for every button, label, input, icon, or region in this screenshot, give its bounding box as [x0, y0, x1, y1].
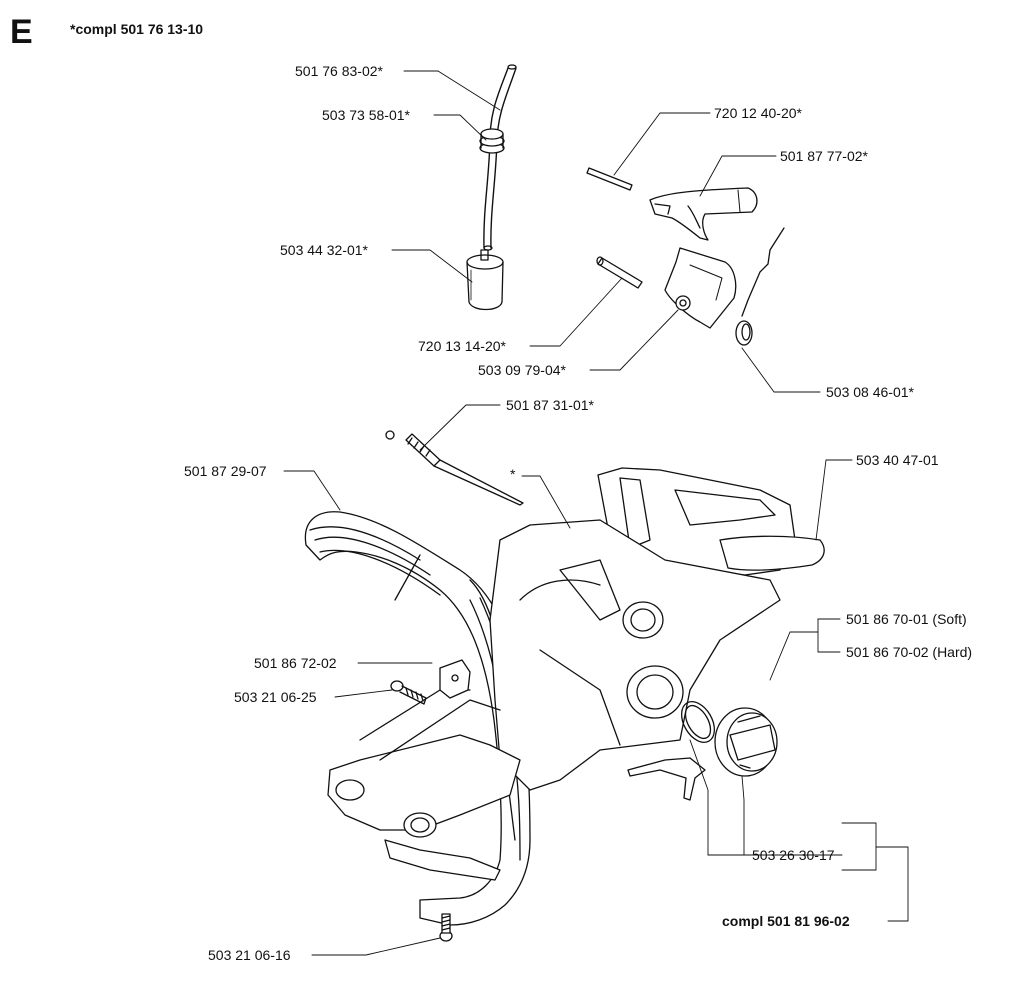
part-label: 503 21 06-25	[234, 689, 317, 705]
fuel-cap-drawing	[714, 707, 778, 777]
pin-upper-drawing	[586, 167, 633, 191]
part-label: 720 12 40-20*	[714, 105, 802, 121]
adjusting-screw-drawing	[385, 430, 524, 506]
throttle-trigger-drawing	[649, 187, 758, 241]
part-label: 501 87 29-07	[184, 463, 267, 479]
part-label: compl 501 81 96-02	[722, 913, 850, 929]
part-label: 503 26 30-17	[752, 847, 835, 863]
section-letter: E	[10, 13, 33, 51]
part-label: 503 09 79-04*	[478, 362, 566, 378]
header-note: *compl 501 76 13-10	[70, 21, 204, 37]
lockout-spring-drawing	[735, 227, 785, 346]
pin-lower-drawing	[596, 256, 643, 289]
part-label: *	[510, 466, 516, 482]
bracket-drawing	[439, 659, 471, 699]
part-label: 501 87 77-02*	[780, 148, 868, 164]
part-label: 503 08 46-01*	[826, 384, 914, 400]
leader-lines	[283, 70, 909, 956]
part-label: 501 86 72-02	[254, 655, 337, 671]
part-label: 501 76 83-02*	[295, 63, 383, 79]
part-label: 503 21 06-16	[208, 947, 291, 963]
fuel-hose-drawing	[483, 64, 517, 251]
fuel-filter-drawing	[466, 249, 504, 311]
screw-lower-drawing	[439, 913, 453, 942]
part-label: 501 86 70-01 (Soft)	[846, 611, 967, 627]
part-label: 503 40 47-01	[856, 452, 939, 468]
throttle-lockout-drawing	[664, 247, 737, 329]
part-label: 501 87 31-01*	[506, 397, 594, 413]
grommet-drawing	[479, 128, 505, 154]
oring-drawing	[680, 701, 716, 743]
part-label: 503 73 58-01*	[322, 107, 410, 123]
part-label: 503 44 32-01*	[280, 242, 368, 258]
part-label: 501 86 70-02 (Hard)	[846, 644, 973, 660]
screw-upper-drawing	[390, 680, 427, 705]
cap-wrench-drawing	[627, 757, 706, 801]
part-label: 720 13 14-20*	[418, 338, 506, 354]
crankcase-housing-drawing	[327, 467, 825, 881]
